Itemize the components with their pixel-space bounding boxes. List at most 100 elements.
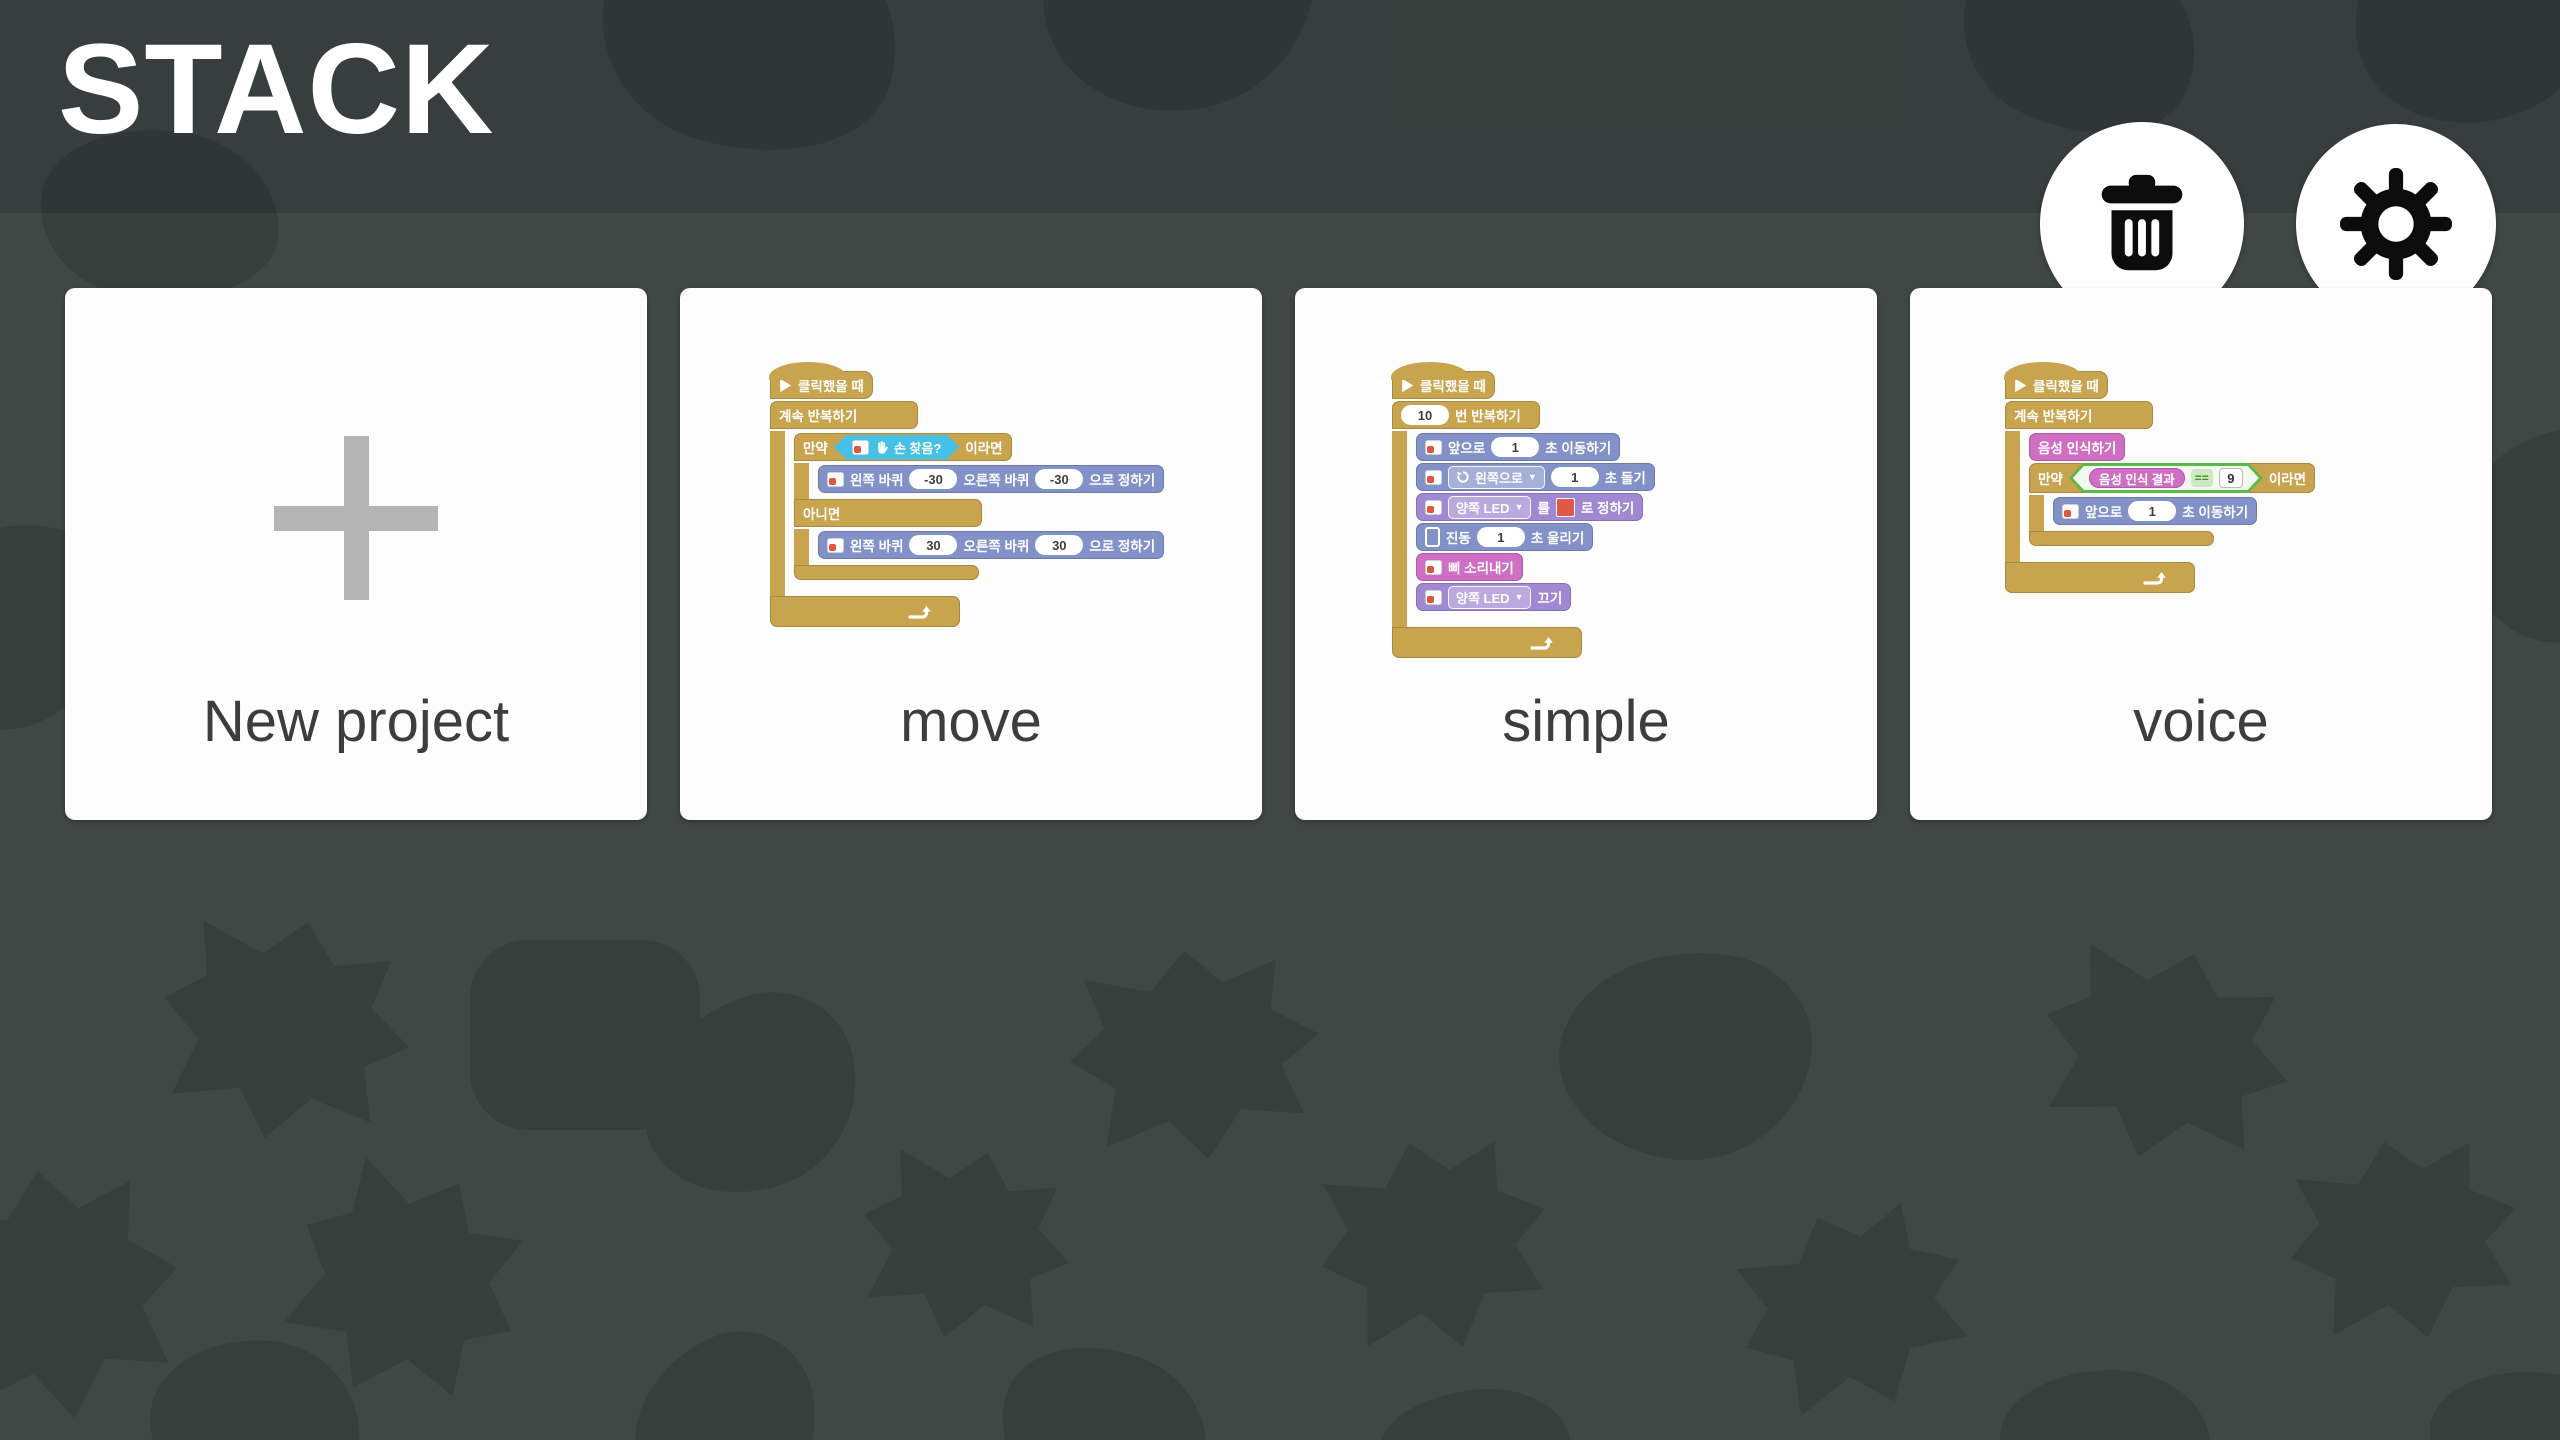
value-pill: 1 [1491,437,1540,457]
block-text: 초 이동하기 [1545,441,1612,456]
block-text: 앞으로 [2085,505,2123,520]
bg-blob [142,1331,368,1440]
bg-blob [2000,1370,2210,1440]
bg-blob [602,1307,848,1440]
block-text: 계속 반복하기 [2014,409,2093,424]
c-block-body: 앞으로 1 초 이동하기 [2029,495,2258,531]
robot-icon [1425,469,1442,485]
value-pill: 30 [1035,535,1084,555]
block-text: 오른쪽 바퀴 [963,473,1030,488]
block-text: 클릭했을 때 [798,379,864,394]
block-text: 만약 [2038,472,2063,487]
project-title: New project [202,689,510,754]
play-icon [1401,378,1414,393]
block-text: 으로 정하기 [1089,473,1156,488]
stack-block: 왼쪽 바퀴 -30 오른쪽 바퀴 -30 으로 정하기 [818,465,1165,493]
c-block-head: 계속 반복하기 [2005,401,2153,429]
block-text: 손 찾음? [893,440,942,456]
robot-icon [1425,439,1442,455]
bg-blob [1060,938,1331,1173]
value-pill: -30 [1035,469,1084,489]
bg-blob [2420,1354,2560,1440]
value-pill: 1 [2128,501,2177,521]
project-title: move [900,689,1042,754]
operator-chip: == [2191,469,2213,487]
dropdown-label: 왼쪽으로 [1475,470,1523,486]
robot-icon [1425,589,1442,605]
new-project-card[interactable]: New project [65,288,647,820]
block-text: 초 이동하기 [2182,505,2249,520]
block-text: 음성 인식하기 [2038,441,2117,456]
loop-arrow-icon [908,604,934,620]
block-text: 앞으로 [1448,441,1486,456]
bg-blob [1711,1174,1999,1440]
hat-block: 클릭했을 때 [2004,362,2108,399]
hat-block: 클릭했을 때 [1391,362,1495,399]
c-block-head: 계속 반복하기 [770,401,918,429]
c-block-foot [794,565,979,580]
bg-blob [1375,1381,1575,1440]
c-block-else: 아니면 [794,499,982,527]
block-text: 으로 정하기 [1089,539,1156,554]
bg-blob [140,896,430,1163]
project-title: simple [1502,689,1670,754]
project-title: voice [2133,689,2269,754]
robot-icon [1425,559,1442,575]
value-pill: 30 [909,535,958,555]
stack-block: 양쪽 LED▼ 끄기 [1416,583,1572,611]
c-block-foot [1392,627,1582,658]
block-text: 왼쪽 바퀴 [850,473,904,488]
sensor-hexagon: 손 찾음? [834,435,959,460]
robot-icon [852,440,869,455]
dropdown-field: 양쪽 LED▼ [1448,585,1532,609]
number-input: 9 [2219,468,2243,488]
bg-blob [2272,1118,2539,1361]
gear-icon [2337,165,2455,283]
block-text: 초 울리기 [1530,531,1585,546]
stack-block: 앞으로 1 초 이동하기 [1416,433,1621,461]
plus-icon [274,436,438,600]
bg-blob [1546,933,1824,1177]
caret-down-icon: ▼ [1514,591,1524,602]
block-text: 오른쪽 바퀴 [963,539,1030,554]
app-logo: STACK [58,18,495,161]
block-text: 계속 반복하기 [779,409,858,424]
hand-icon [874,440,889,455]
project-thumbnail [65,288,647,678]
dropdown-field: 양쪽 LED▼ [1448,495,1532,519]
block-text: 번 반복하기 [1455,409,1521,424]
compare-hexagon: 음성 인식 결과==9 [2069,463,2263,493]
loop-arrow-icon [1530,635,1556,651]
c-block-foot [2005,562,2195,593]
stack-block: 앞으로 1 초 이동하기 [2053,497,2258,525]
bg-blob [840,1127,1090,1362]
bg-blob [1298,1115,1572,1374]
block-text: 초 돌기 [1604,471,1646,486]
block-text: 로 정하기 [1580,501,1635,516]
caret-down-icon: ▼ [1514,501,1524,512]
block-text: 끄기 [1537,591,1563,606]
block-text: 아니면 [803,507,841,522]
value-pill: -30 [909,469,958,489]
